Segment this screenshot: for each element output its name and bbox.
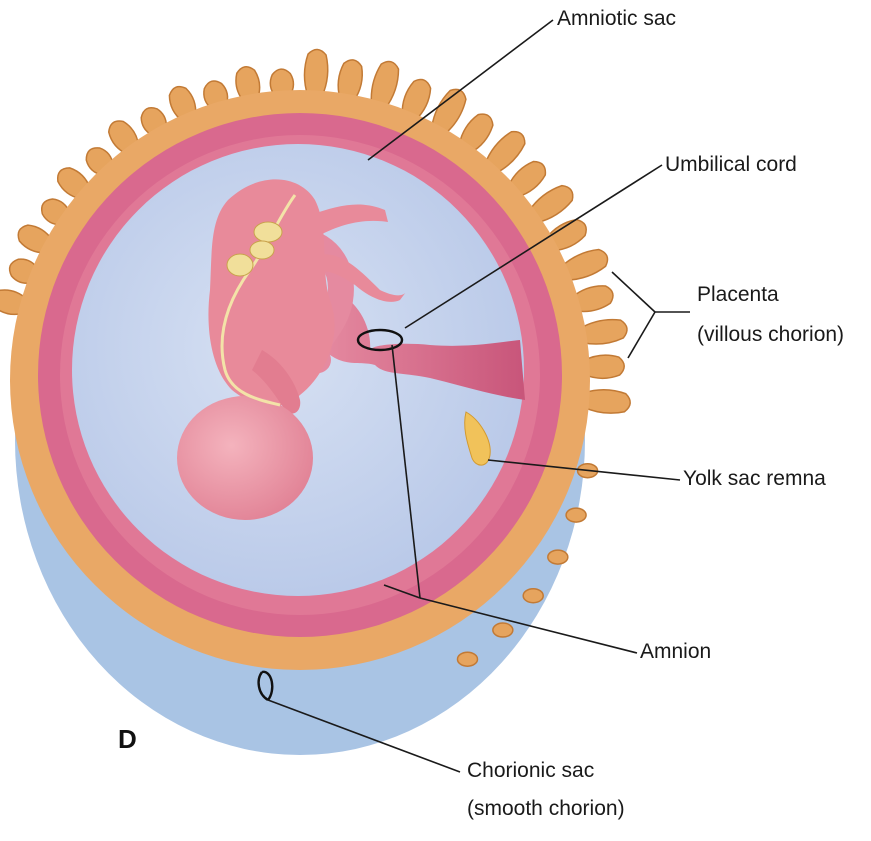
label-yolk-sac-remnant: Yolk sac remna bbox=[683, 466, 826, 492]
leader-placenta-bottom bbox=[628, 312, 655, 358]
label-amnion: Amnion bbox=[640, 639, 711, 665]
villus-branch bbox=[583, 390, 630, 413]
panel-letter: D bbox=[118, 724, 137, 755]
villus-remnant bbox=[493, 623, 513, 637]
label-chorionic-sac: Chorionic sac bbox=[467, 758, 594, 784]
label-amniotic-sac: Amniotic sac bbox=[557, 6, 676, 32]
fetus-head bbox=[177, 396, 313, 520]
villus-remnant bbox=[566, 508, 586, 522]
villus-remnant bbox=[457, 652, 477, 666]
label-villous-chorion: (villous chorion) bbox=[697, 322, 844, 348]
villus-remnant bbox=[523, 589, 543, 603]
villus-remnant bbox=[548, 550, 568, 564]
villus-branch bbox=[304, 49, 327, 96]
label-placenta: Placenta bbox=[697, 282, 779, 308]
label-smooth-chorion: (smooth chorion) bbox=[467, 796, 625, 822]
label-umbilical-cord: Umbilical cord bbox=[665, 152, 797, 178]
leader-placenta-top bbox=[612, 272, 655, 312]
